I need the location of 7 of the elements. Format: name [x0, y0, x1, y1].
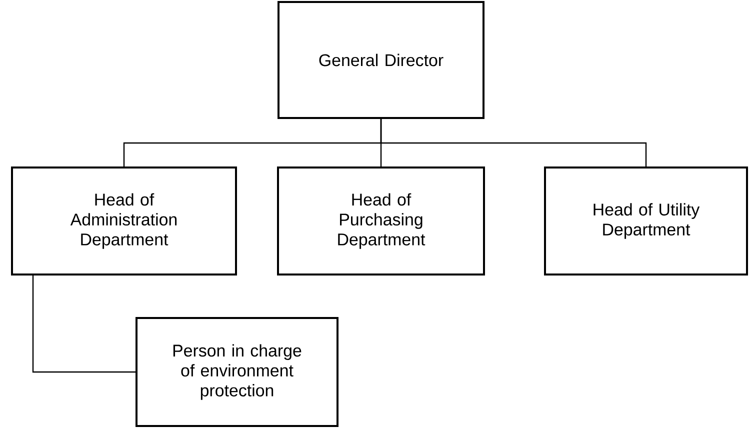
org-box: Head of Purchasing Department — [277, 166, 485, 276]
org-box: Head of Utility Department — [544, 166, 748, 276]
org-box: Head of Administration Department — [11, 166, 237, 276]
connector-line — [380, 119, 647, 166]
org-box: Person in charge of environment protection — [136, 317, 338, 427]
connector-line — [32, 276, 136, 373]
org-box: General Director — [278, 1, 484, 119]
